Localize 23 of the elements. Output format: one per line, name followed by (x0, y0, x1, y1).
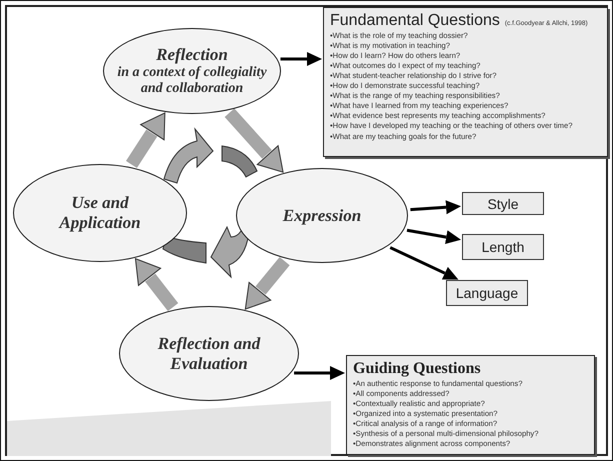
node-label: Reflection and Evaluation (156, 334, 262, 374)
label-box (446, 280, 528, 306)
arrow (410, 200, 461, 214)
arrow (280, 52, 322, 66)
panel-heading: Guiding Questions (353, 360, 481, 378)
label-box (462, 234, 544, 260)
arrow (390, 246, 458, 280)
node-label: in a context of collegiality and collaboration (117, 64, 267, 97)
arrow (294, 366, 345, 380)
arrow (406, 228, 462, 244)
label-box (462, 192, 544, 215)
questions-panel (346, 355, 595, 455)
box-label: Style (487, 196, 519, 212)
box-label: Length (482, 239, 524, 255)
node-label: Expression (282, 206, 362, 226)
box-label: Language (456, 285, 518, 301)
questions-panel (323, 7, 608, 157)
node-label: Reflection (156, 45, 228, 65)
node-label: Use and Application (58, 193, 142, 233)
block-arrow (244, 257, 290, 310)
block-arrow (134, 258, 178, 312)
block-arrow (126, 112, 166, 168)
panel-heading: Fundamental Questions (330, 12, 500, 30)
